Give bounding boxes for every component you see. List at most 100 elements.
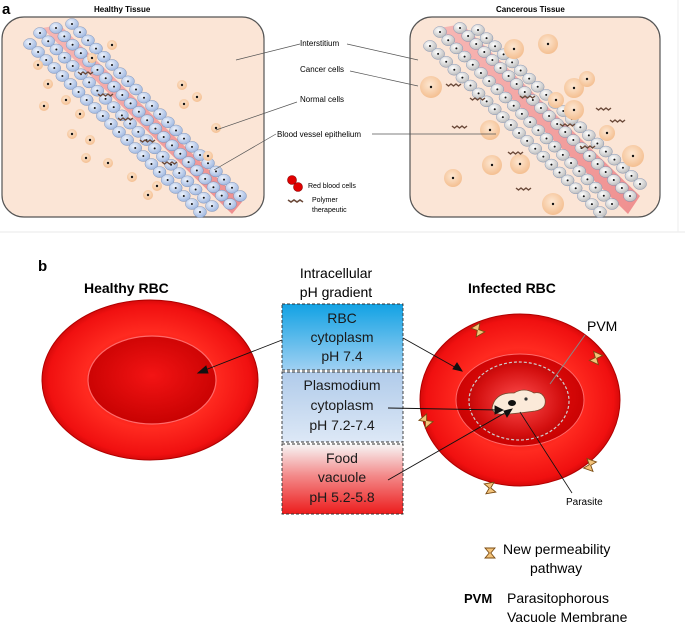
polymer-therapeutic xyxy=(609,119,626,123)
polymer-therapeutic xyxy=(139,139,156,143)
normal-cell xyxy=(71,86,86,98)
normal-cell xyxy=(161,116,175,129)
normal-cell xyxy=(153,108,167,120)
arrow-to-infected-cytoplasm xyxy=(402,337,461,371)
normal-cell xyxy=(206,181,221,193)
normal-cell xyxy=(137,91,151,104)
normal-cell xyxy=(209,165,223,178)
normal-cell xyxy=(198,173,212,185)
normal-cell xyxy=(123,117,137,130)
cancer-epithelial-cell xyxy=(624,170,639,182)
cancer-epithelial-cell xyxy=(552,166,567,179)
leader-epithelium-left xyxy=(213,133,277,171)
cancer-epithelial-cell xyxy=(471,87,486,100)
arrow-to-parasite xyxy=(387,407,501,411)
cancer-cell xyxy=(504,39,524,59)
normal-cell xyxy=(147,142,162,155)
npp-channel xyxy=(483,481,497,495)
normal-cell xyxy=(128,142,142,154)
normal-cell xyxy=(73,26,87,38)
label-normal-cells: Normal cells xyxy=(300,95,344,104)
box3-line3: pH 5.2-5.8 xyxy=(309,489,375,505)
normal-cell xyxy=(129,83,143,96)
cancer-epithelial-cell xyxy=(564,157,578,169)
polymer-therapeutic xyxy=(161,161,178,165)
cancer-epithelial-cell xyxy=(441,34,455,46)
label-interstitium: Interstitium xyxy=(300,39,339,48)
polymer-therapeutic xyxy=(117,117,134,121)
label-cancer-cells: Cancer cells xyxy=(300,65,344,74)
pvm-label: PVM xyxy=(587,318,617,334)
box1-line3: pH 7.4 xyxy=(321,348,362,364)
legend-polymer-label-1: Polymer xyxy=(312,197,338,204)
normal-cell xyxy=(233,190,247,202)
cancer-epithelial-cell xyxy=(528,143,542,155)
cancer-epithelial-cell xyxy=(488,103,502,115)
normal-cell xyxy=(107,80,121,93)
box2-line2: cytoplasm xyxy=(310,397,373,413)
legend-npp-line1: New permeability xyxy=(503,541,610,557)
cancer-epithelial-cell xyxy=(542,110,556,122)
cancer-epithelial-cell xyxy=(507,99,521,112)
normal-cell xyxy=(157,131,171,143)
cancer-epithelial-cell xyxy=(463,79,478,92)
cancer-epithelial-cell xyxy=(490,83,505,96)
box3-line2: vacuole xyxy=(318,469,366,485)
cancer-epithelial-cell xyxy=(599,166,613,178)
leader-normal-cells xyxy=(215,101,298,131)
normal-cell xyxy=(223,198,237,210)
cancer-epithelial-cell xyxy=(616,162,630,174)
polymer-therapeutic xyxy=(445,83,462,87)
interstitial-cell xyxy=(127,172,137,182)
cancer-epithelial-cell xyxy=(453,22,467,34)
cancer-epithelial-cell xyxy=(556,149,570,161)
normal-cell xyxy=(66,60,80,72)
normal-cell xyxy=(172,167,186,179)
polymer-therapeutic xyxy=(559,123,576,127)
normal-cell xyxy=(31,46,45,58)
normal-cell xyxy=(136,150,151,162)
normal-cell xyxy=(107,101,121,113)
cancer-cell xyxy=(564,78,584,98)
cancer-epithelial-cell xyxy=(599,145,613,158)
normal-cell xyxy=(63,78,78,90)
cancer-epithelial-cell xyxy=(485,54,500,66)
normal-cell xyxy=(112,126,126,138)
cancer-epithelial-cell xyxy=(597,190,611,202)
normal-cell xyxy=(104,118,118,130)
box-food-vacuole xyxy=(281,443,404,515)
normal-cell xyxy=(97,51,111,63)
cancer-cell xyxy=(444,169,462,187)
cancer-epithelial-cell xyxy=(547,140,562,153)
infected-rbc-title: Infected RBC xyxy=(468,280,556,296)
interstitial-cell xyxy=(177,80,187,90)
legend-polymer-icon xyxy=(287,199,304,203)
normal-cell xyxy=(89,42,103,55)
normal-cell xyxy=(49,22,63,34)
normal-cell xyxy=(41,35,55,47)
cancer-epithelial-cell xyxy=(433,26,447,38)
cancer-epithelial-cell xyxy=(469,38,483,50)
normal-cell xyxy=(181,156,196,168)
normal-cell xyxy=(193,149,207,161)
interstitial-cell xyxy=(179,99,189,109)
normal-cell xyxy=(225,182,239,194)
normal-cell xyxy=(98,93,113,105)
normal-cell xyxy=(165,139,179,152)
normal-cell xyxy=(120,134,134,146)
interstitial-cell xyxy=(143,190,153,200)
cancer-epithelial-cell xyxy=(580,173,595,186)
healthy-tissue-title: Healthy Tissue xyxy=(94,5,151,14)
healthy-rbc xyxy=(41,299,259,461)
normal-cell xyxy=(49,43,64,56)
polymer-therapeutic xyxy=(97,93,114,97)
interstitial-cell xyxy=(211,123,221,133)
cancer-epithelial-cell xyxy=(423,40,437,52)
cancer-epithelial-cell xyxy=(482,75,496,87)
cancer-epithelial-cell xyxy=(544,158,559,171)
normal-cell xyxy=(99,72,113,85)
cancer-cell xyxy=(480,120,500,140)
cancer-epithelial-cell xyxy=(569,182,583,195)
panel-a: a Healthy Tissue Cancerous Tissue Inters… xyxy=(1,1,661,218)
interstitial-cell xyxy=(67,129,77,139)
